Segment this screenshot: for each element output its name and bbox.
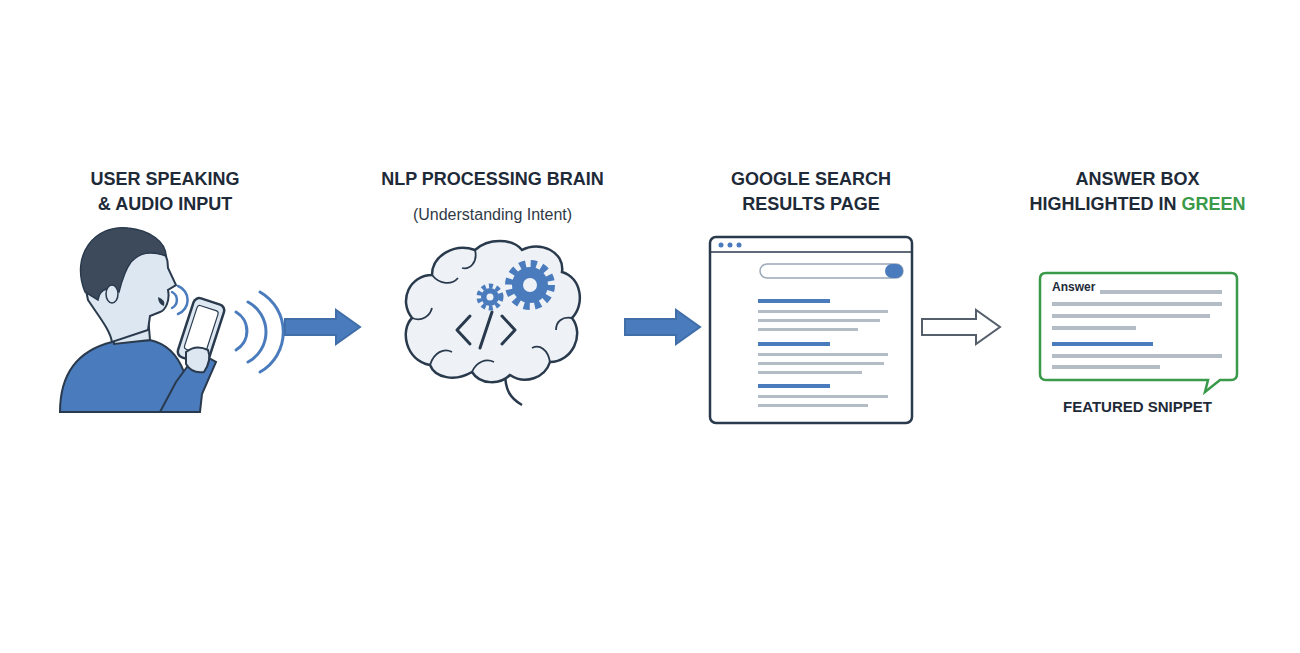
brain-illustration [406,241,580,405]
brain-shape [479,286,501,308]
brain-shape [487,294,494,301]
brain-shape [509,264,551,306]
browser-shape [758,353,888,356]
browser-shape [758,319,880,322]
flow-arrow [625,310,700,344]
answer-box-shape [1052,365,1160,369]
person-shape [236,312,247,350]
person-illustration [60,228,283,412]
answer-box-shape [1052,314,1210,318]
step-heading: USER SPEAKING & AUDIO INPUT [85,167,245,217]
browser-shape [719,243,724,248]
person-shape [178,286,188,314]
brain-shape [523,278,537,292]
flow-step: NLP PROCESSING BRAIN (Understanding Inten… [360,165,625,425]
brain-shape [430,351,452,365]
flow-step: GOOGLE SEARCH RESULTS PAGE [700,165,922,425]
browser-shape [758,328,858,331]
heading-text: USER SPEAKING & AUDIO INPUT [90,169,239,214]
flow-step: ANSWER BOX HIGHLIGHTED INGREEN AnswerFEAT… [1000,165,1275,425]
person-shape [158,297,164,306]
browser-shape [758,404,868,407]
heading-text: NLP PROCESSING BRAIN [381,169,604,189]
flow-step: USER SPEAKING & AUDIO INPUT [45,165,285,425]
brain-shape [512,267,548,303]
browser-shape [758,384,830,388]
heading-text: ANSWER BOX HIGHLIGHTED IN [1029,169,1199,214]
flow-arrow [922,310,1000,344]
brain-shape [457,316,470,344]
answer-box-shape [1052,354,1222,358]
brain-shape [432,275,458,283]
heading-text: GREEN [1182,194,1246,214]
brain-shape [481,288,499,306]
browser-shape [737,243,742,248]
brain-shape [412,308,432,319]
brain-shape [480,312,492,348]
person-shape [186,347,209,372]
person-shape [172,292,177,308]
browser-shape [758,371,862,374]
subheading-text: (Understanding Intent) [360,205,625,225]
arrow-shape [625,310,700,344]
browser-shape [758,362,884,365]
browser-illustration [710,237,912,423]
person-shape [248,302,266,362]
browser-shape [760,264,903,278]
browser-shape [728,243,733,248]
browser-shape [758,299,830,303]
brain-shape [462,250,476,268]
arrow-shape [922,310,1000,344]
browser-shape [758,342,830,346]
step-heading: GOOGLE SEARCH RESULTS PAGE [711,167,911,217]
answer-box-illustration [1040,273,1237,392]
answer-box-shape [1052,326,1136,330]
answer-box-shape [1040,273,1237,392]
brain-shape [556,318,572,330]
heading-text: GOOGLE SEARCH RESULTS PAGE [731,169,891,214]
arrow-shape [285,310,360,344]
answer-label: Answer [1052,280,1095,294]
brain-shape [502,316,515,344]
brain-shape [472,360,494,372]
step-heading: ANSWER BOX HIGHLIGHTED INGREEN [1018,167,1258,217]
browser-shape [758,395,888,398]
person-shape [106,285,118,303]
browser-shape [710,237,912,423]
answer-box-shape [1052,302,1222,306]
answer-box-shape [1100,290,1222,294]
person-shape [81,228,166,300]
browser-shape [711,251,911,253]
step-heading: NLP PROCESSING BRAIN [362,167,624,192]
snippet-caption: FEATURED SNIPPET [1000,398,1275,416]
flow-arrow [285,310,360,344]
brain-shape [532,347,550,362]
answer-box-shape [1052,342,1153,346]
person-shape [260,292,283,372]
browser-shape [758,310,888,313]
browser-shape [885,264,903,278]
brain-shape [406,241,580,382]
